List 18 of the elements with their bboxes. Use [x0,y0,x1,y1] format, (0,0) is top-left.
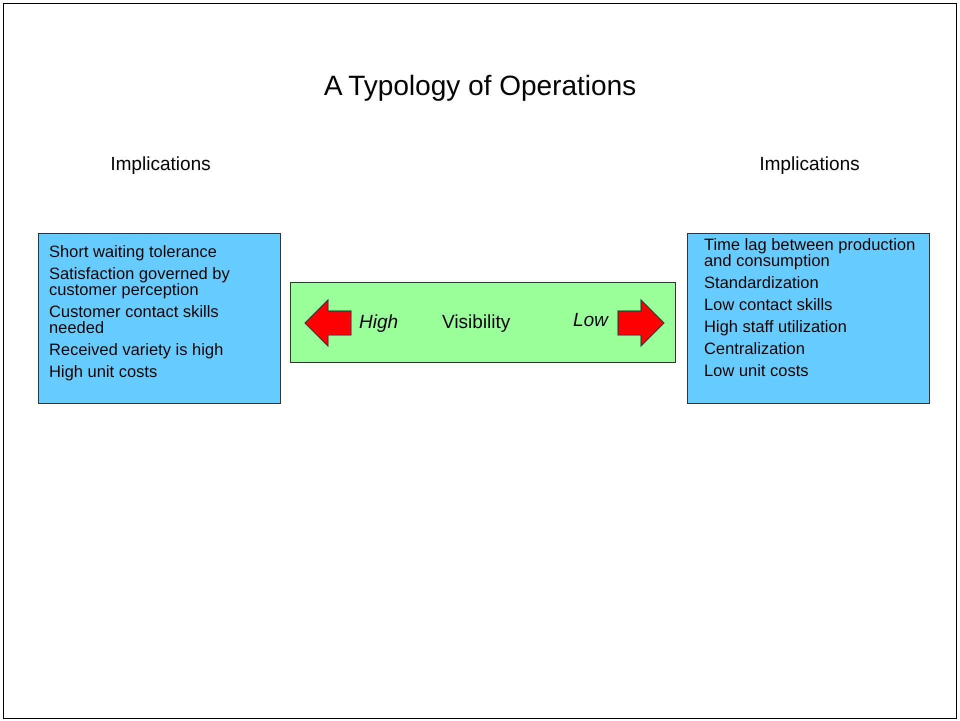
list-item: Low unit costs [704,363,810,379]
list-item: High staff utilization [704,319,848,335]
list-item: Received variety is high [49,342,224,358]
list-item: Time lag between production and consumption [704,237,916,269]
column-heading: Implications [109,154,212,176]
list-item: High unit costs [49,364,158,380]
scale-end-label: Low [573,310,608,332]
list-item: Centralization [704,341,806,357]
list-item: Satisfaction governed by customer perception [49,266,231,298]
scale-end-label: High [359,312,398,334]
scale-panel [290,282,676,363]
list-item: Low contact skills [704,297,834,313]
list-item: Standardization [704,275,820,291]
list-item: Customer contact skills needed [49,304,220,336]
slide-title: A Typology of Operations [322,70,638,102]
column-heading: Implications [758,154,861,176]
scale-label: Visibility [442,312,510,334]
list-item: Short waiting tolerance [49,244,218,260]
